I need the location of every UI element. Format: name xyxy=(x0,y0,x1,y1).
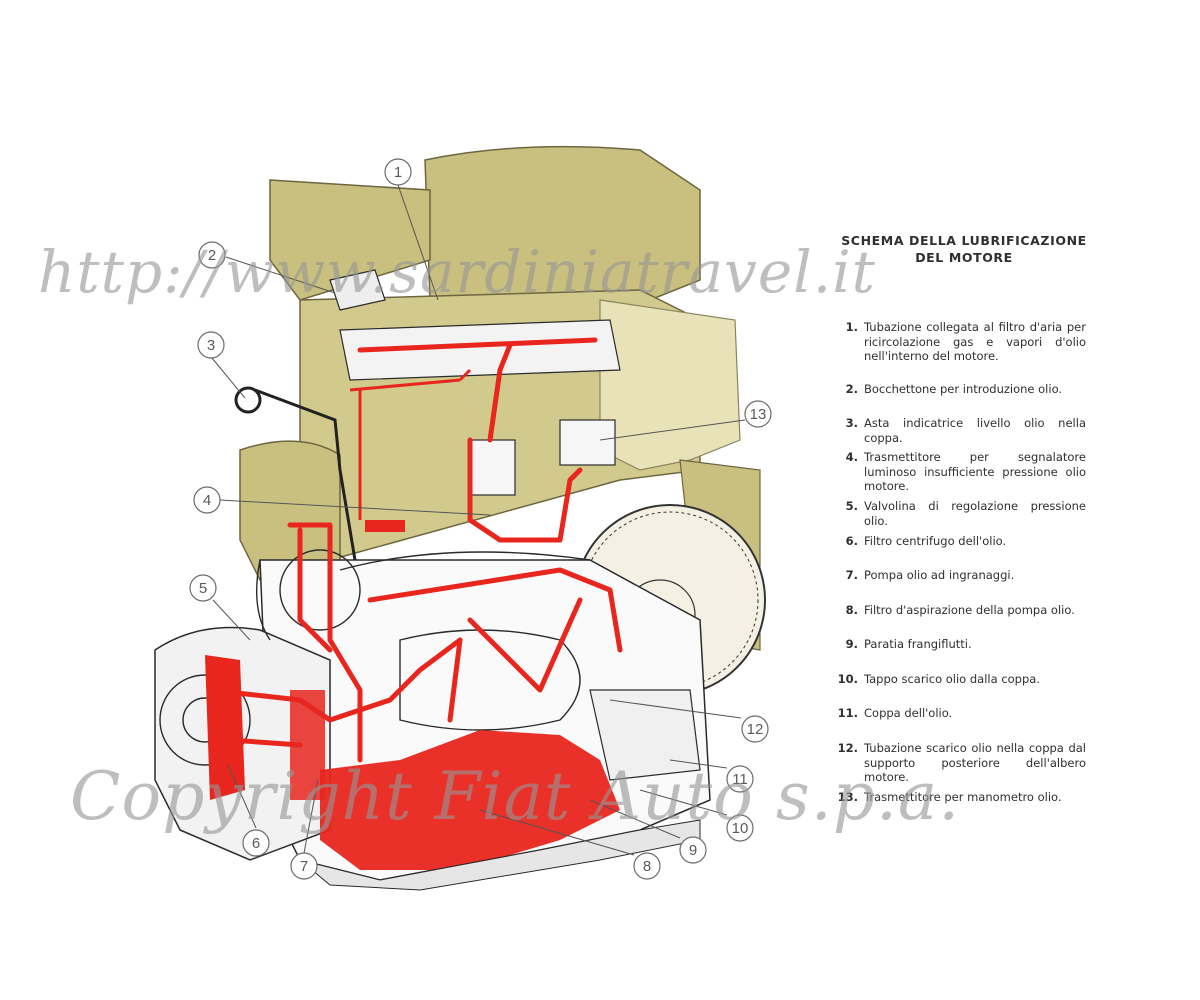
callout-7: 7 xyxy=(290,852,318,880)
legend-item-13: 13.Trasmettitore per manometro olio. xyxy=(837,790,1062,804)
legend-item-1: 1.Tubazione collegata al filtro d'aria p… xyxy=(845,320,1086,363)
watermark-copyright: Copyright Fiat Auto s.p.a. xyxy=(70,758,961,835)
svg-text:1: 1 xyxy=(394,164,402,181)
callout-4: 4 xyxy=(193,486,221,514)
legend-item-7: 7.Pompa olio ad ingranaggi. xyxy=(845,568,1015,582)
callout-6: 6 xyxy=(242,829,270,857)
oil-circuit xyxy=(205,337,623,800)
svg-text:8: 8 xyxy=(643,858,651,875)
svg-text:4: 4 xyxy=(203,492,211,509)
legend: SCHEMA DELLA LUBRIFICAZIONE DEL MOTORE 1… xyxy=(828,232,1090,804)
svg-text:2: 2 xyxy=(208,247,216,264)
callout-2: 2 xyxy=(198,241,226,269)
valve-gear xyxy=(329,269,621,496)
legend-item-10: 10.Tappo scarico olio dalla coppa. xyxy=(837,672,1040,686)
legend-item-4: 4.Trasmettitore per segnalatore luminoso… xyxy=(845,450,1086,493)
svg-text:10: 10 xyxy=(732,820,749,837)
callout-9: 9 xyxy=(679,836,707,864)
legend-title-line-1: SCHEMA DELLA LUBRIFICAZIONE xyxy=(841,233,1087,248)
callout-11: 11 xyxy=(726,765,754,793)
dipstick xyxy=(234,386,357,561)
legend-item-3: 3.Asta indicatrice livello olio nella co… xyxy=(845,416,1086,445)
watermark-url: http://www.sardiniatravel.it xyxy=(38,238,876,306)
legend-title-line-2: DEL MOTORE xyxy=(915,250,1013,265)
svg-text:6: 6 xyxy=(252,835,260,852)
legend-item-8: 8.Filtro d'aspirazione della pompa olio. xyxy=(845,603,1075,617)
legend-item-6: 6.Filtro centrifugo dell'olio. xyxy=(845,534,1007,548)
svg-text:3: 3 xyxy=(207,337,215,354)
svg-text:7: 7 xyxy=(300,858,308,875)
callout-12: 12 xyxy=(741,715,769,743)
svg-text:13: 13 xyxy=(750,406,767,423)
legend-title: SCHEMA DELLA LUBRIFICAZIONE DEL MOTORE xyxy=(838,232,1090,266)
legend-item-2: 2.Bocchettone per introduzione olio. xyxy=(845,382,1063,396)
callout-10: 10 xyxy=(726,814,754,842)
callout-5: 5 xyxy=(189,574,217,602)
legend-item-12: 12.Tubazione scarico olio nella coppa da… xyxy=(837,741,1086,784)
leader-lines xyxy=(211,184,746,856)
legend-item-5: 5.Valvolina di regolazione pressione oli… xyxy=(845,499,1086,528)
svg-text:9: 9 xyxy=(689,842,697,859)
callout-8: 8 xyxy=(633,852,661,880)
callout-13: 13 xyxy=(744,400,772,428)
legend-item-9: 9.Paratia frangiflutti. xyxy=(845,637,972,651)
callout-3: 3 xyxy=(197,331,225,359)
svg-text:5: 5 xyxy=(199,580,207,597)
svg-text:11: 11 xyxy=(732,771,748,788)
svg-text:12: 12 xyxy=(747,721,764,738)
callout-1: 1 xyxy=(384,158,412,186)
legend-item-11: 11.Coppa dell'olio. xyxy=(837,706,953,720)
